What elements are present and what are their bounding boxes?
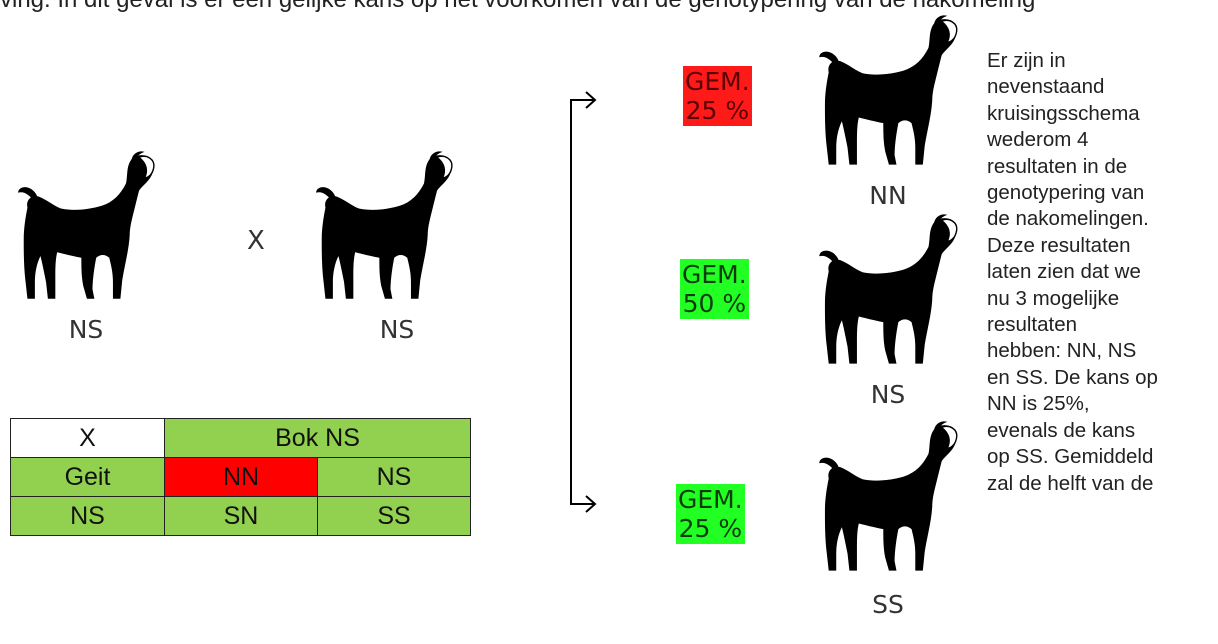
goat-icon — [804, 14, 972, 174]
offspring-ns-probability-badge: GEM. 50 % — [680, 259, 749, 319]
top-text-line: ving. In dit geval is er een gelijke kan… — [0, 0, 1035, 14]
punnett-cell-nn: NN — [164, 457, 318, 497]
offspring-goat-ss — [804, 420, 972, 580]
explanation-text: Er zijn in nevenstaand kruisingsschema w… — [987, 49, 1158, 495]
punnett-cell-sn: SN — [164, 496, 318, 536]
offspring-goat-ns — [804, 213, 972, 373]
offspring-ss-label: SS — [872, 590, 904, 619]
goat-icon — [300, 150, 468, 308]
punnett-corner: X — [10, 418, 165, 458]
offspring-ss-probability-badge: GEM. 25 % — [676, 484, 745, 544]
punnett-row-label-bottom: NS — [10, 496, 165, 536]
goat-icon — [2, 150, 170, 308]
bracket-arrows — [570, 91, 597, 513]
punnett-header-father: Bok NS — [164, 418, 471, 458]
punnett-cell-ns: NS — [317, 457, 471, 497]
parent-goat-2 — [300, 150, 468, 308]
punnett-cell-ss: SS — [317, 496, 471, 536]
punnett-square: X Bok NS Geit NN NS NS SN SS — [10, 418, 471, 536]
cross-symbol: X — [247, 226, 265, 256]
punnett-row-label-top: Geit — [10, 457, 165, 497]
parent-2-genotype-label: NS — [379, 315, 415, 344]
offspring-goat-nn — [804, 14, 972, 174]
offspring-nn-probability-badge: GEM. 25 % — [683, 66, 752, 126]
parent-1-genotype-label: NS — [68, 315, 104, 344]
goat-icon — [804, 213, 972, 373]
goat-icon — [804, 420, 972, 580]
parent-goat-1 — [2, 150, 170, 308]
offspring-ns-label: NS — [870, 380, 906, 409]
offspring-nn-label: NN — [869, 181, 907, 210]
